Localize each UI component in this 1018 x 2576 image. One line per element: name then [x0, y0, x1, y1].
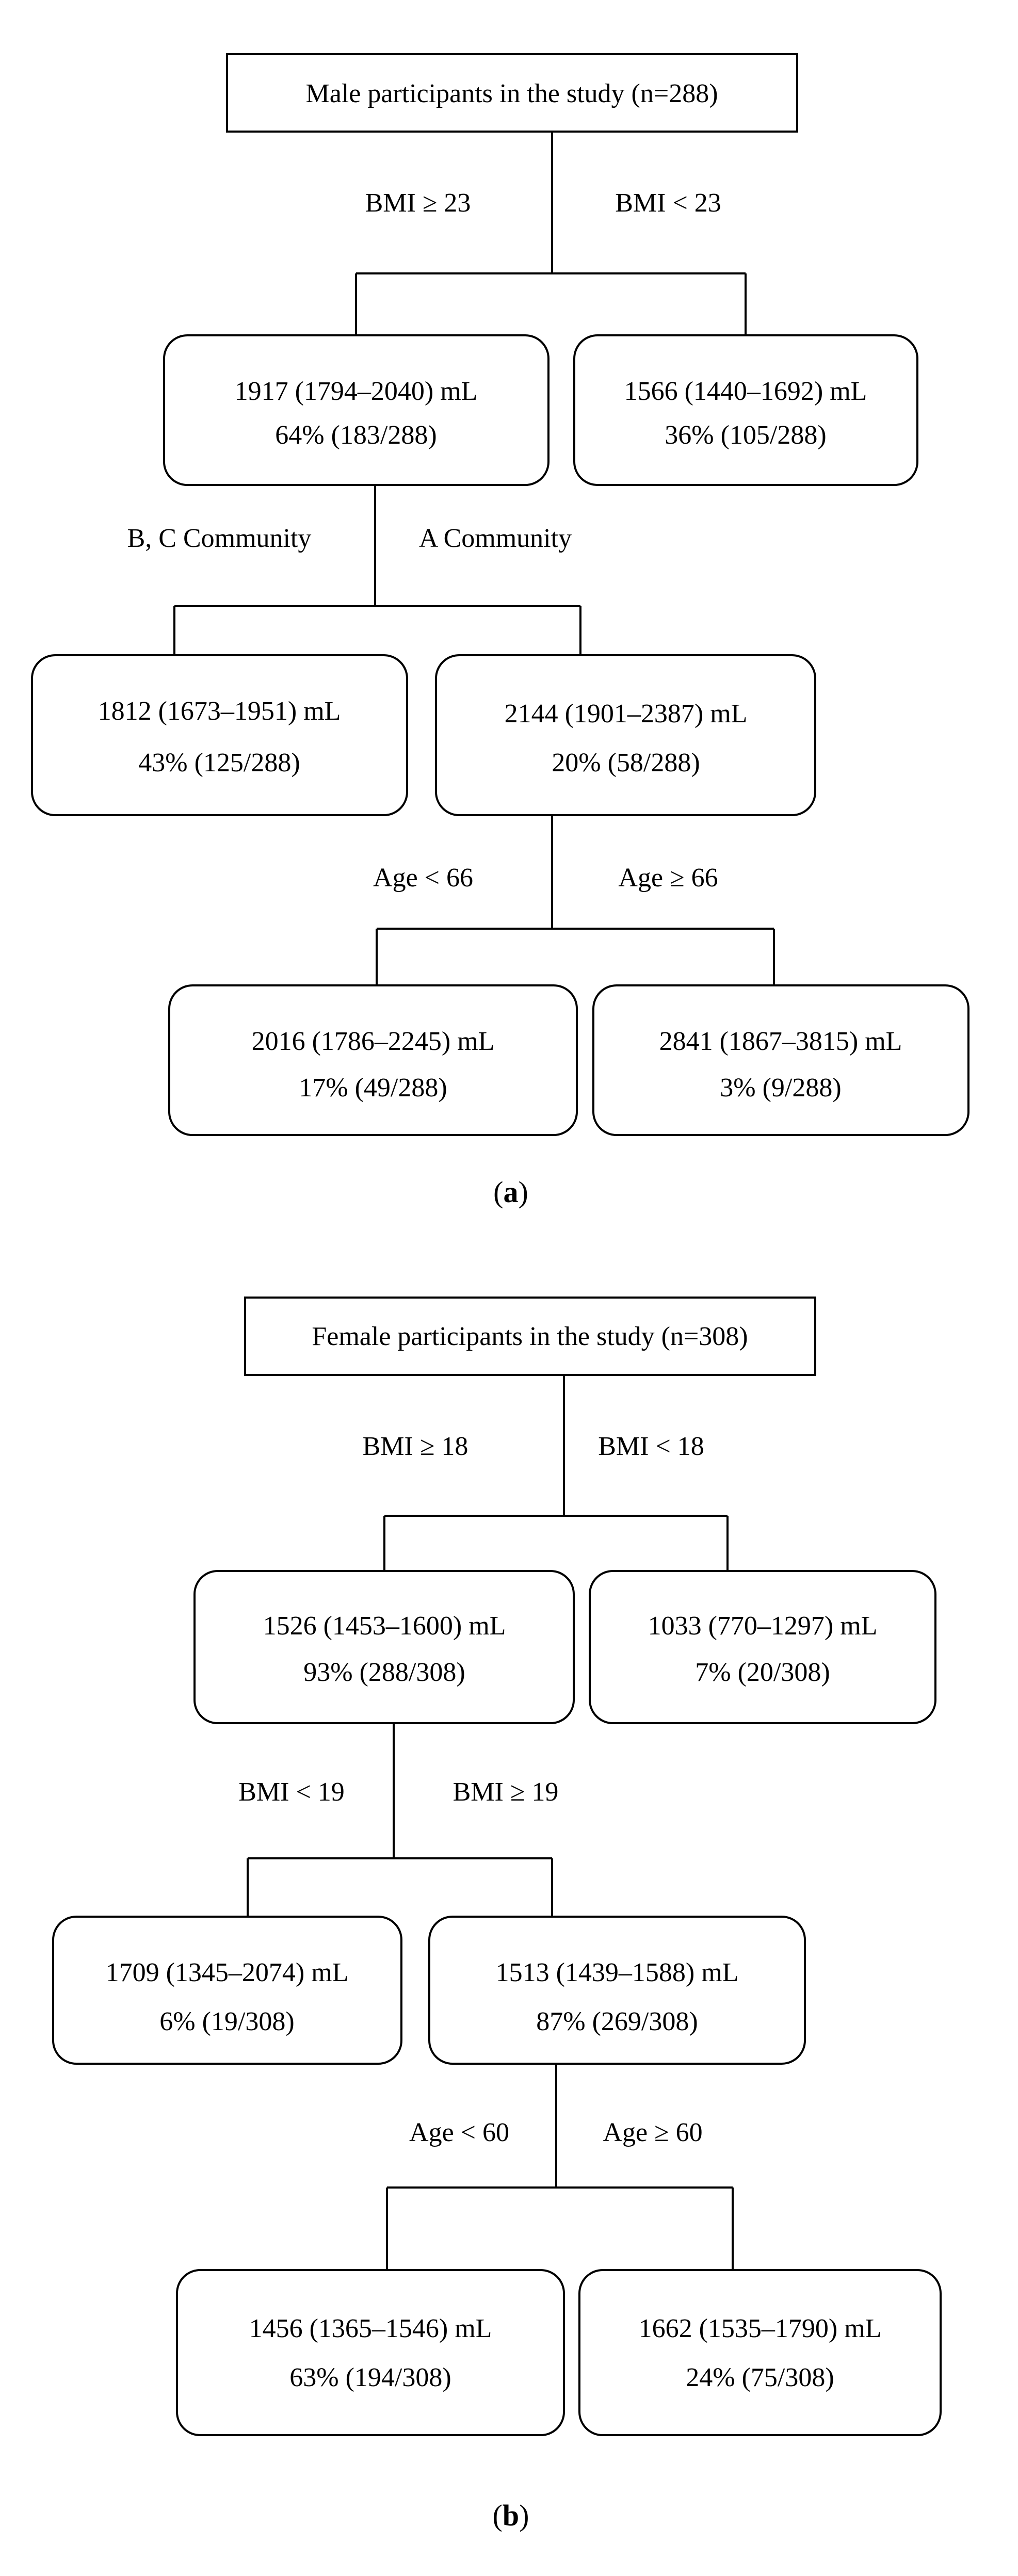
- split-b1-right-label: BMI < 18: [598, 1432, 704, 1461]
- node-a-bmi-high-share: 64% (183/288): [275, 420, 437, 450]
- node-b-age-old-share: 24% (75/308): [686, 2363, 834, 2392]
- node-a-community-a-volume: 2144 (1901–2387) mL: [505, 699, 748, 728]
- root-box-b: [244, 1297, 816, 1376]
- node-b-bmi-below19: [52, 1916, 402, 2065]
- node-b-bmi-above19-share: 87% (269/308): [536, 2007, 698, 2036]
- split-b1-left-label: BMI ≥ 18: [363, 1432, 468, 1461]
- node-a-age-old-volume: 2841 (1867–3815) mL: [659, 1027, 902, 1056]
- node-a-bmi-high: [163, 334, 550, 486]
- node-a-age-old-share: 3% (9/288): [720, 1073, 841, 1103]
- node-b-age-old-volume: 1662 (1535–1790) mL: [639, 2314, 882, 2343]
- node-b-age-young-volume: 1456 (1365–1546) mL: [249, 2314, 492, 2343]
- split-b2-right-label: BMI ≥ 19: [453, 1777, 559, 1807]
- split-a1-left-label: BMI ≥ 23: [365, 188, 471, 218]
- node-a-bmi-low-volume: 1566 (1440–1692) mL: [624, 377, 867, 406]
- tree-b: Female participants in the study (n=308)…: [52, 1297, 942, 2532]
- split-b3-right-label: Age ≥ 60: [603, 2118, 702, 2147]
- caption-b: (b): [493, 2499, 529, 2532]
- node-b-age-young: [176, 2269, 565, 2436]
- node-b-bmi-below19-volume: 1709 (1345–2074) mL: [106, 1958, 349, 1987]
- split-b3-left-label: Age < 60: [409, 2118, 509, 2147]
- node-a-community-a: [435, 654, 816, 816]
- split-a2-left-label: B, C Community: [127, 524, 312, 553]
- tree-a: Male participants in the study (n=288) B…: [31, 53, 969, 1209]
- caption-a: (a): [493, 1175, 528, 1209]
- node-a-age-young: [168, 984, 578, 1136]
- node-a-community-bc-share: 43% (125/288): [138, 748, 300, 777]
- split-a2-right-label: A Community: [419, 524, 572, 553]
- split-b2-left-label: BMI < 19: [238, 1777, 345, 1807]
- node-a-bmi-low-share: 36% (105/288): [665, 420, 826, 450]
- node-b-age-old: [578, 2269, 942, 2436]
- node-a-bmi-low: [573, 334, 918, 486]
- node-a-bmi-high-volume: 1917 (1794–2040) mL: [235, 377, 478, 406]
- node-b-bmi-high-share: 93% (288/308): [303, 1658, 465, 1687]
- root-box-a: [226, 53, 798, 133]
- root-label-a: Male participants in the study (n=288): [305, 79, 718, 108]
- node-b-bmi-high-volume: 1526 (1453–1600) mL: [263, 1611, 506, 1641]
- node-b-bmi-above19: [428, 1916, 806, 2065]
- node-a-community-bc-volume: 1812 (1673–1951) mL: [98, 696, 341, 726]
- node-b-bmi-above19-volume: 1513 (1439–1588) mL: [496, 1958, 739, 1987]
- node-a-age-young-share: 17% (49/288): [299, 1073, 447, 1103]
- node-b-bmi-high: [193, 1570, 575, 1724]
- root-label-b: Female participants in the study (n=308): [312, 1322, 748, 1351]
- node-a-community-a-share: 20% (58/288): [552, 748, 700, 777]
- node-b-bmi-low-share: 7% (20/308): [695, 1658, 830, 1687]
- split-a3-left-label: Age < 66: [373, 863, 473, 893]
- node-a-community-bc: [31, 654, 408, 816]
- node-b-age-young-share: 63% (194/308): [289, 2363, 451, 2392]
- node-a-age-old: [592, 984, 969, 1136]
- node-b-bmi-low: [589, 1570, 936, 1724]
- split-a3-right-label: Age ≥ 66: [618, 863, 718, 893]
- node-a-age-young-volume: 2016 (1786–2245) mL: [252, 1027, 495, 1056]
- node-b-bmi-low-volume: 1033 (770–1297) mL: [648, 1611, 878, 1641]
- split-a1-right-label: BMI < 23: [615, 188, 721, 218]
- node-b-bmi-below19-share: 6% (19/308): [159, 2007, 294, 2036]
